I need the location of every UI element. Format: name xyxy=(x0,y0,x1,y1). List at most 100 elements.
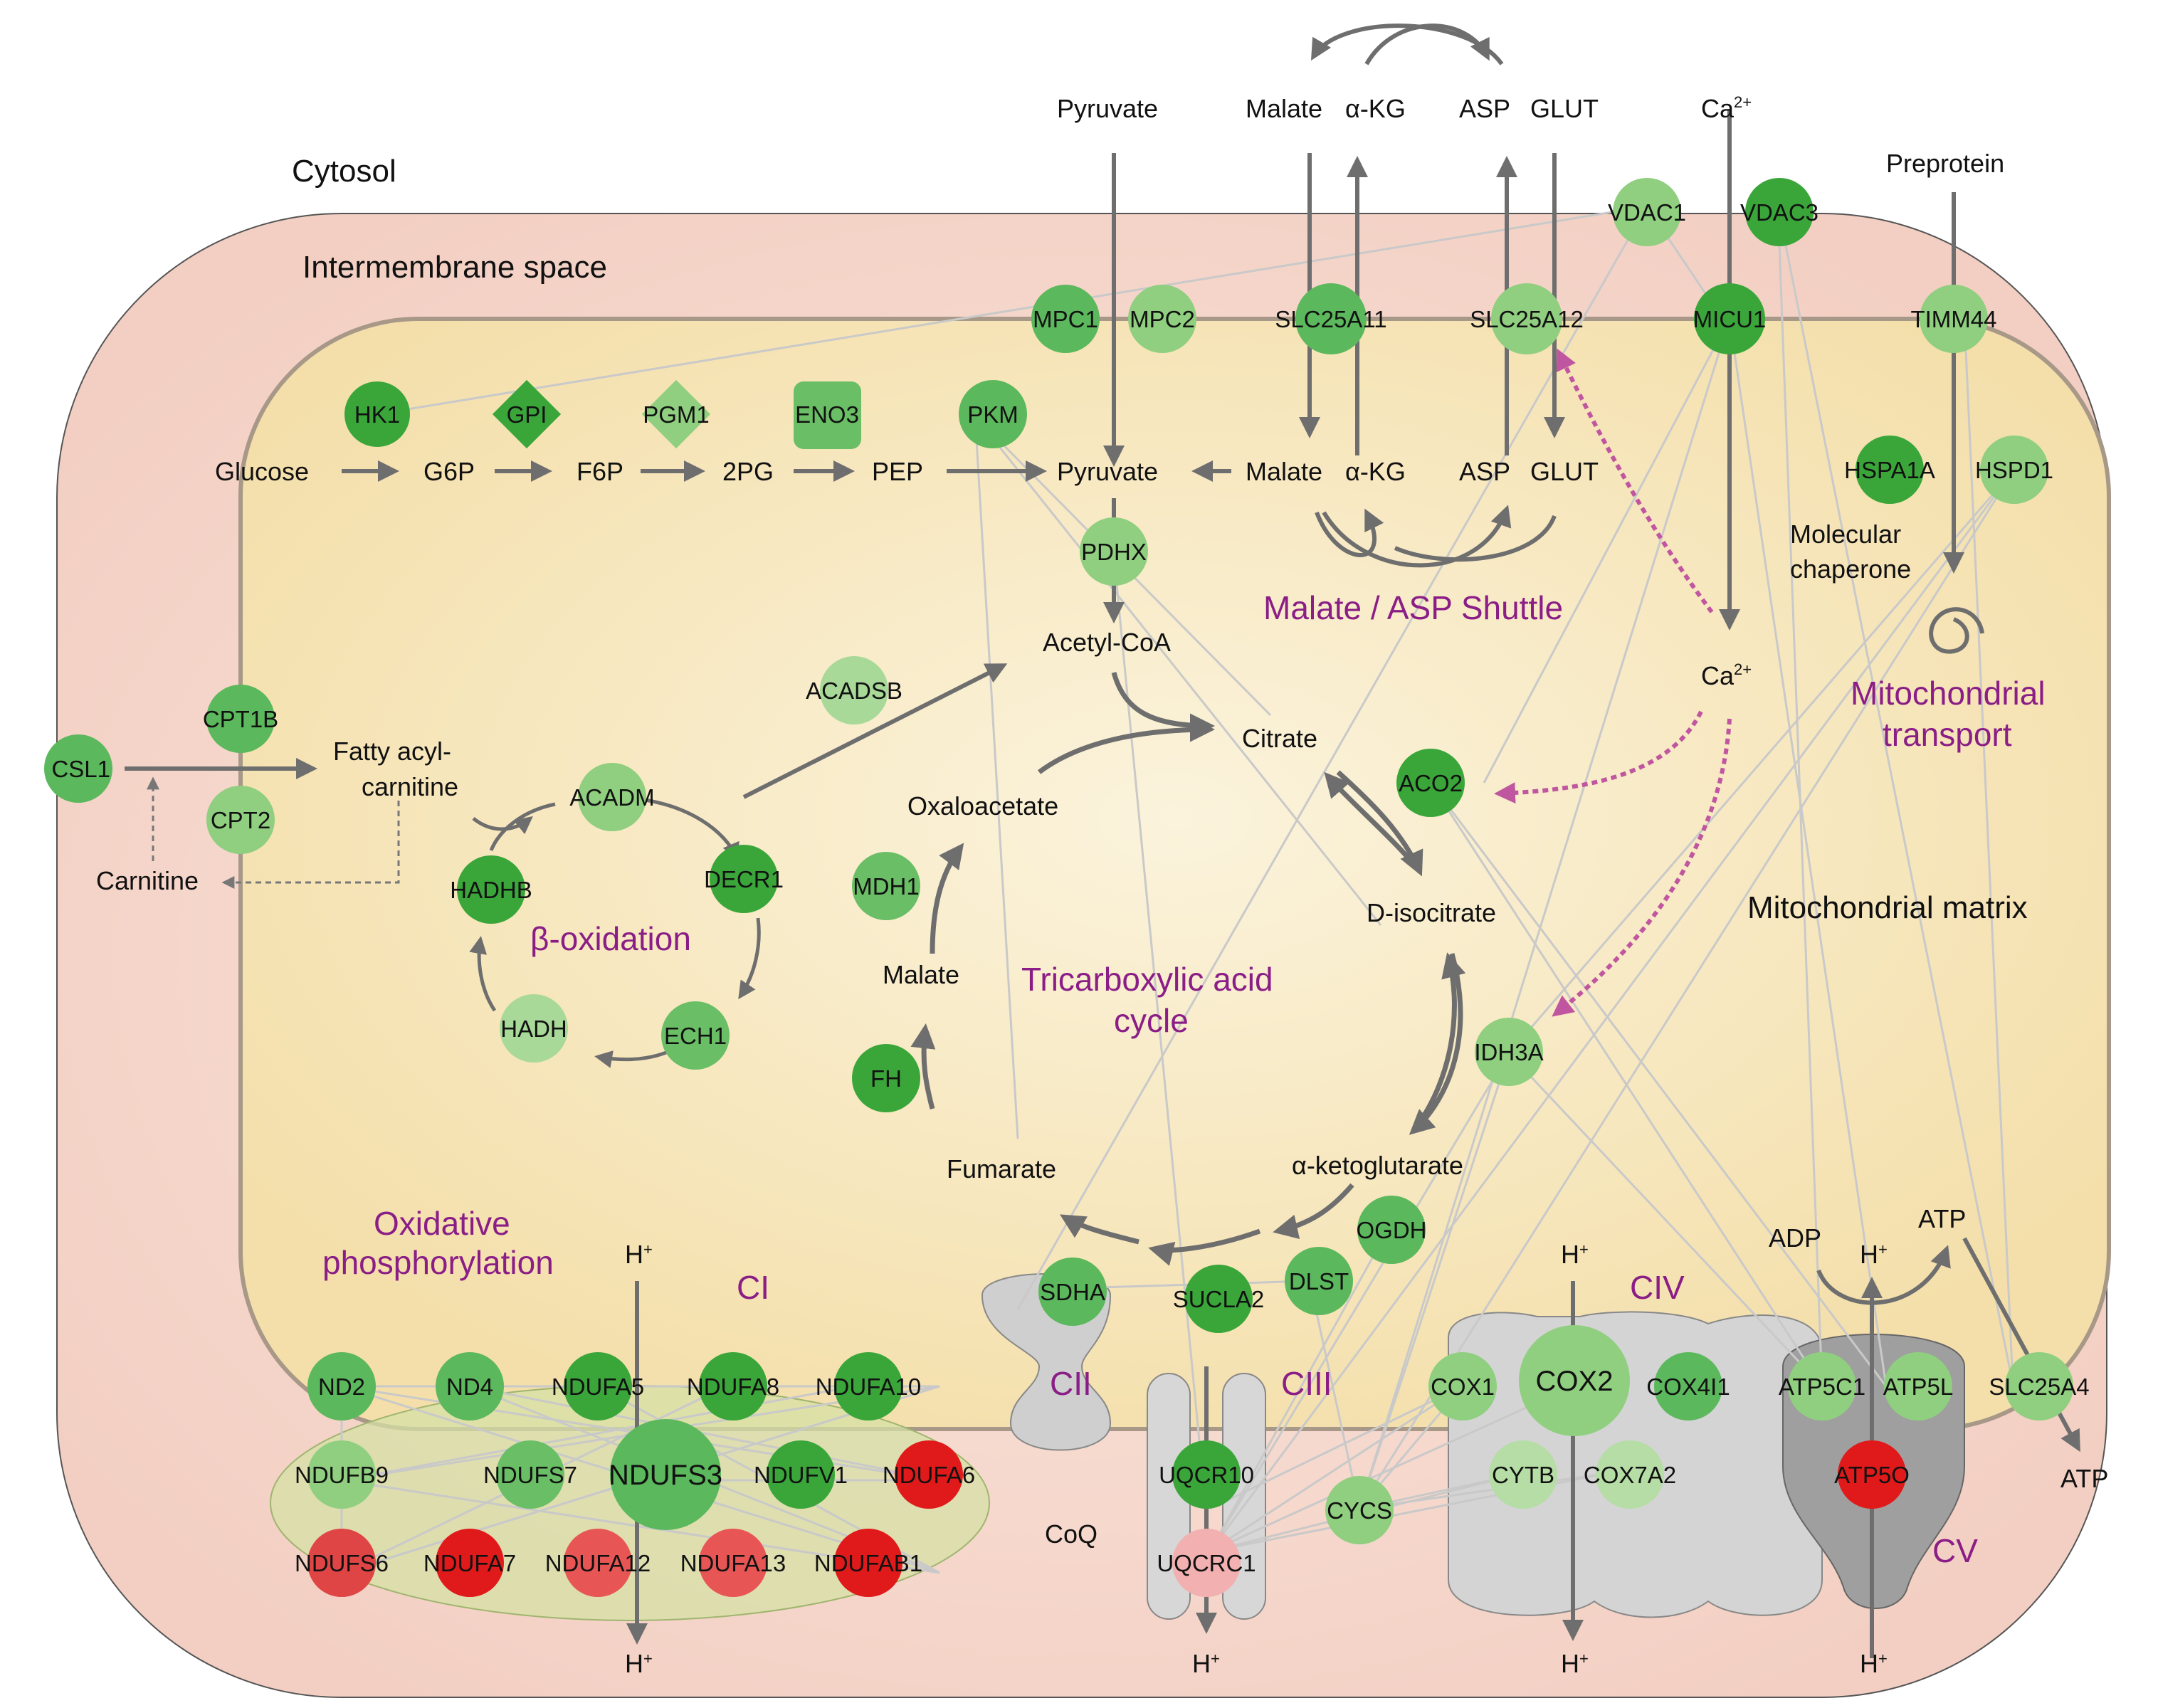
micu1-label: MICU1 xyxy=(1693,306,1767,332)
malate-tca-label: Malate xyxy=(883,960,959,989)
mito-transport-label-1: Mitochondrial xyxy=(1851,675,2046,712)
mdh1-label: MDH1 xyxy=(853,873,920,900)
molecular-chaperone-label-2: chaperone xyxy=(1790,554,1911,584)
hadh-label: HADH xyxy=(500,1016,567,1042)
pgm1-label: PGM1 xyxy=(643,401,710,428)
hspa1a-label: HSPA1A xyxy=(1844,457,1935,483)
cox2-label: COX2 xyxy=(1536,1366,1614,1397)
pkm-label: PKM xyxy=(967,401,1019,428)
oxphos-label-1: Oxidative xyxy=(374,1205,510,1242)
ndufb9-label: NDUFB9 xyxy=(295,1462,389,1488)
ca-outer-label: Ca2+ xyxy=(1701,93,1752,123)
f6p-label: F6P xyxy=(577,457,623,486)
citrate-label: Citrate xyxy=(1242,724,1317,753)
beta-oxidation-label: β-oxidation xyxy=(530,920,691,957)
malate-asp-shuttle-label: Malate / ASP Shuttle xyxy=(1263,589,1563,626)
hadhb-label: HADHB xyxy=(450,877,532,903)
aco2-label: ACO2 xyxy=(1399,770,1463,796)
timm44-label: TIMM44 xyxy=(1910,306,1996,332)
cpt2-label: CPT2 xyxy=(211,807,270,833)
acadm-label: ACADM xyxy=(569,784,654,811)
fatty-acyl-label-2: carnitine xyxy=(362,772,458,801)
ndufs3-label: NDUFS3 xyxy=(609,1460,722,1491)
slc25a11-label: SLC25A11 xyxy=(1275,306,1386,332)
asp-inner-label: ASP xyxy=(1459,457,1510,486)
fatty-acyl-label-1: Fatty acyl- xyxy=(333,737,451,766)
preprotein-label: Preprotein xyxy=(1886,149,2004,178)
atp5l-label: ATP5L xyxy=(1883,1374,1953,1400)
acsl1-label: CSL1 xyxy=(51,756,110,782)
pep-label: PEP xyxy=(872,457,923,486)
cytosol-label: Cytosol xyxy=(292,154,396,189)
gpi-label: GPI xyxy=(507,401,547,428)
tca-label-2: cycle xyxy=(1114,1002,1189,1039)
fh-label: FH xyxy=(870,1065,902,1092)
ech1-label: ECH1 xyxy=(664,1023,727,1049)
dlst-label: DLST xyxy=(1289,1268,1349,1295)
uqcrc1-label: UQCRC1 xyxy=(1157,1550,1256,1576)
idh3a-label: IDH3A xyxy=(1474,1039,1543,1065)
decr1-label: DECR1 xyxy=(704,866,784,892)
cox4i1-label: COX4I1 xyxy=(1646,1374,1730,1400)
hspd1-label: HSPD1 xyxy=(1975,457,2053,483)
atp-outer-label: ATP xyxy=(2060,1464,2108,1493)
ndufa8-label: NDUFA8 xyxy=(687,1374,779,1400)
acadsb-label: ACADSB xyxy=(806,678,902,704)
nd4-label: ND4 xyxy=(446,1374,493,1400)
oxphos-label-2: phosphorylation xyxy=(322,1244,554,1281)
ndufv1-label: NDUFV1 xyxy=(754,1462,848,1488)
complex-v-label: CV xyxy=(1932,1532,1978,1569)
d-isocitrate-label: D-isocitrate xyxy=(1367,898,1496,927)
pdhx-label: PDHX xyxy=(1081,539,1147,565)
ndufa10-label: NDUFA10 xyxy=(816,1374,922,1400)
ndufa7-label: NDUFA7 xyxy=(423,1550,516,1576)
complex-ii-label: CII xyxy=(1050,1365,1092,1402)
fumarate-label: Fumarate xyxy=(947,1154,1056,1184)
uqcr10-label: UQCR10 xyxy=(1159,1462,1254,1488)
malate-outer-label: Malate xyxy=(1246,94,1322,123)
tca-label-1: Tricarboxylic acid xyxy=(1021,961,1273,998)
acetyl-coa-label: Acetyl-CoA xyxy=(1043,628,1171,657)
cycs-label: CYCS xyxy=(1327,1497,1392,1524)
slc25a4-label: SLC25A4 xyxy=(1989,1374,2089,1400)
adp-label: ADP xyxy=(1769,1223,1821,1253)
ndufa6-label: NDUFA6 xyxy=(883,1462,975,1488)
complex-iv-label: CIV xyxy=(1630,1269,1685,1306)
ogdh-label: OGDH xyxy=(1357,1217,1427,1243)
asp-outer-label: ASP xyxy=(1459,94,1510,123)
complex-i-label: CI xyxy=(737,1269,769,1306)
ndufs6-label: NDUFS6 xyxy=(295,1550,389,1576)
cox7a2-label: COX7A2 xyxy=(1584,1462,1676,1488)
complex-iii-label: CIII xyxy=(1281,1365,1332,1402)
carnitine-label: Carnitine xyxy=(96,866,199,895)
oxaloacetate-label: Oxaloacetate xyxy=(907,791,1058,821)
hk1-label: HK1 xyxy=(354,401,400,428)
vdac1-label: VDAC1 xyxy=(1608,199,1686,226)
molecular-chaperone-label-1: Molecular xyxy=(1790,520,1901,549)
ndufs7-label: NDUFS7 xyxy=(483,1462,577,1488)
sdha-label: SDHA xyxy=(1040,1279,1105,1305)
akg-inner-label: α-KG xyxy=(1345,457,1406,486)
coq-label: CoQ xyxy=(1045,1519,1098,1549)
glut-inner-label: GLUT xyxy=(1530,457,1599,486)
mpc1-label: MPC1 xyxy=(1033,306,1098,332)
slc25a12-label: SLC25A12 xyxy=(1470,306,1584,332)
2pg-label: 2PG xyxy=(722,457,774,486)
sucla2-label: SUCLA2 xyxy=(1173,1286,1264,1312)
ndufa5-label: NDUFA5 xyxy=(552,1374,644,1400)
g6p-label: G6P xyxy=(423,457,475,486)
atp5c1-label: ATP5C1 xyxy=(1779,1374,1865,1400)
mito-transport-label-2: transport xyxy=(1883,716,2012,753)
ndufa13-label: NDUFA13 xyxy=(680,1550,786,1576)
cox1-label: COX1 xyxy=(1431,1374,1495,1400)
nd2-label: ND2 xyxy=(318,1374,365,1400)
eno3-label: ENO3 xyxy=(795,401,859,428)
akg-tca-label: α-ketoglutarate xyxy=(1292,1151,1463,1180)
glucose-label: Glucose xyxy=(215,457,309,486)
vdac3-label: VDAC3 xyxy=(1740,199,1818,226)
akg-outer-label: α-KG xyxy=(1345,94,1406,123)
atp-inner-label: ATP xyxy=(1918,1204,1966,1233)
mpc2-label: MPC2 xyxy=(1130,306,1195,332)
intermembrane-label: Intermembrane space xyxy=(302,250,607,285)
